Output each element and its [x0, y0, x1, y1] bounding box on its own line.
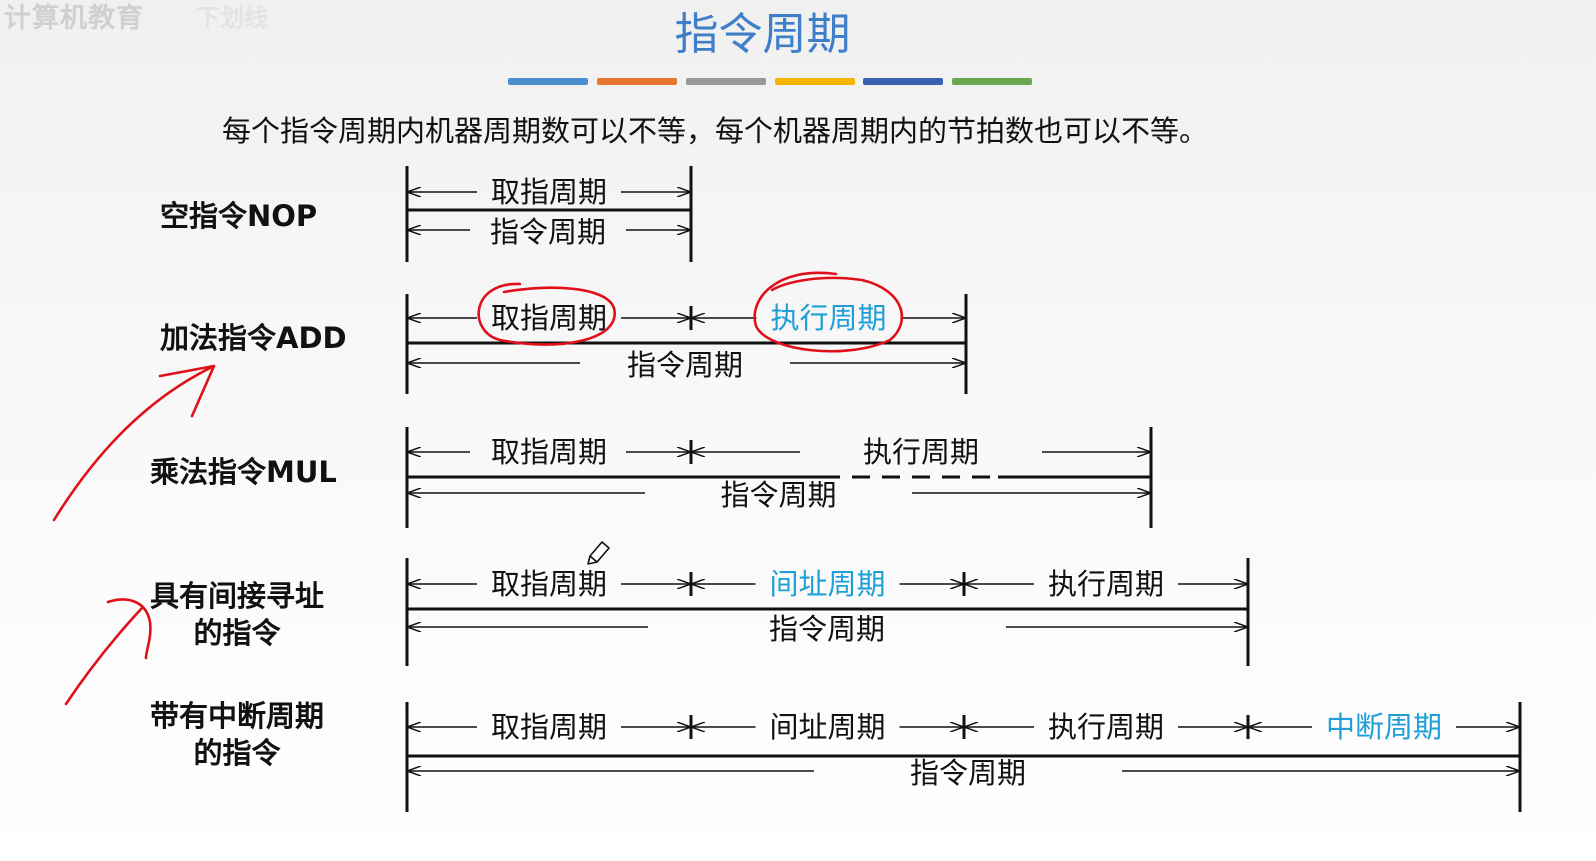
segment-label: 取指周期	[491, 175, 607, 209]
segment-label: 间址周期	[769, 710, 885, 744]
segment-label: 取指周期	[491, 710, 607, 744]
row-label-mul: 乘法指令MUL	[150, 454, 337, 491]
title-bar-3	[686, 78, 766, 85]
segment-label: 执行周期	[863, 435, 979, 469]
row-label-line: 具有间接寻址	[150, 579, 325, 613]
subtitle-text: 每个指令周期内机器周期数可以不等，每个机器周期内的节拍数也可以不等。	[222, 114, 1209, 148]
segment-label: 取指周期	[491, 435, 607, 469]
title-bar-4	[775, 78, 855, 85]
segment-label: 间址周期	[769, 567, 885, 601]
red-arrowhead	[158, 364, 216, 418]
row-label-line: 带有中断周期	[150, 699, 325, 733]
row-label-line: 乘法指令MUL	[150, 455, 337, 489]
row-label-nop: 空指令NOP	[160, 198, 317, 235]
title-bar-2	[597, 78, 677, 85]
total-cycle-label: 指令周期	[910, 756, 1026, 790]
row-label-line: 的指令	[193, 616, 281, 650]
page-title: 指令周期	[674, 9, 851, 60]
row-label-line: 加法指令ADD	[160, 321, 347, 355]
pencil-cursor-icon	[587, 541, 610, 565]
pencil-cursor-shape	[587, 541, 610, 565]
row-label-indirect: 具有间接寻址 的指令	[150, 578, 324, 652]
total-cycle-label: 指令周期	[720, 478, 836, 512]
segment-label: 取指周期	[491, 567, 607, 601]
red-arrow-hook	[106, 598, 152, 660]
title-bar-1	[508, 78, 588, 85]
red-arrow-stroke	[64, 606, 144, 706]
row-label-line: 空指令NOP	[160, 199, 318, 233]
total-cycle-label: 指令周期	[627, 348, 743, 382]
title-bar-5	[863, 78, 943, 85]
handwritten-annotations	[52, 271, 904, 706]
row-label-line: 的指令	[193, 736, 281, 770]
segment-label: 中断周期	[1326, 710, 1442, 744]
watermark-secondary: 下划线	[196, 4, 268, 32]
red-arrow-stroke	[52, 364, 216, 522]
total-cycle-label: 指令周期	[490, 215, 606, 249]
red-circle-fetch	[477, 282, 616, 346]
row-label-interrupt: 带有中断周期 的指令	[150, 698, 324, 772]
total-cycle-label: 指令周期	[769, 612, 885, 646]
segment-label: 执行周期	[1048, 710, 1164, 744]
watermark-logo: 计算机教育	[4, 3, 144, 34]
row-label-add: 加法指令ADD	[160, 320, 347, 357]
red-circle-execute	[753, 271, 904, 353]
segment-label: 执行周期	[770, 301, 886, 335]
segment-label: 执行周期	[1048, 567, 1164, 601]
segment-label: 取指周期	[491, 301, 607, 335]
timing-rows: 取指周期指令周期取指周期执行周期指令周期取指周期执行周期指令周期取指周期间址周期…	[405, 166, 1522, 812]
title-bar-6	[952, 78, 1032, 85]
